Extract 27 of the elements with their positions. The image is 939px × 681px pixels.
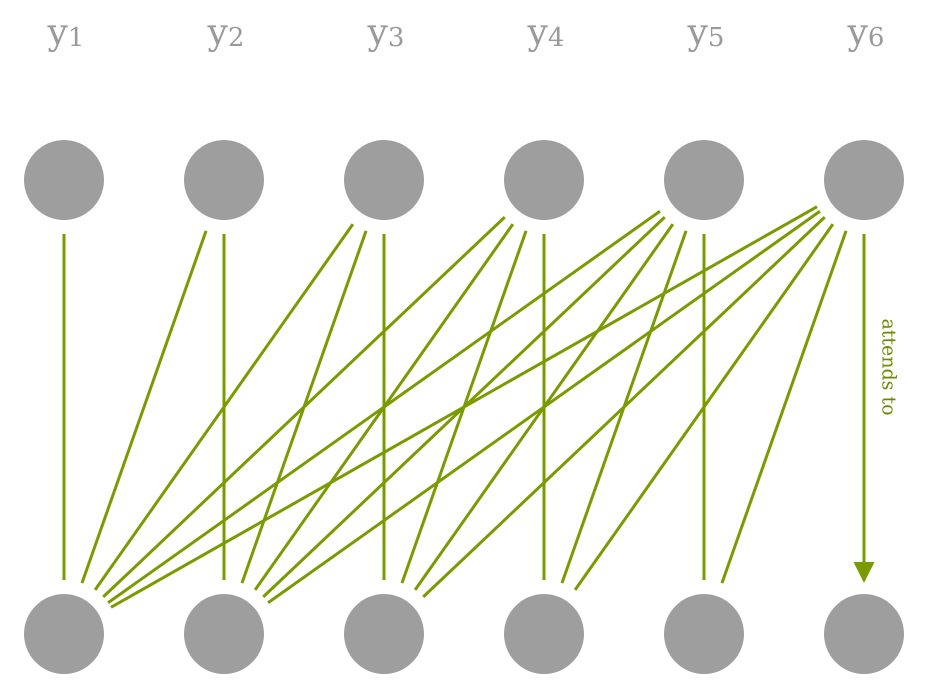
node-label: y$_{6}$: [846, 12, 886, 53]
arrow: [854, 234, 874, 583]
connector-line: [720, 230, 848, 584]
connector-line: [560, 230, 688, 584]
connector-line: [62, 234, 66, 580]
connector-line: [107, 210, 661, 604]
node-label: y$_{1}$: [46, 12, 86, 53]
connector-line: [267, 210, 821, 604]
connector-line: [102, 216, 506, 598]
node-label: y$_{5}$: [686, 12, 726, 53]
connector-line: [414, 223, 674, 591]
connector-line: [94, 223, 354, 591]
connector-line: [80, 230, 208, 584]
connector-line: [422, 216, 826, 598]
connector-line: [382, 234, 386, 580]
connector-line: [574, 223, 834, 591]
connector-line: [254, 223, 514, 591]
connector-line: [400, 230, 528, 584]
connector-line: [702, 234, 706, 580]
node-label: y$_{3}$: [366, 12, 406, 53]
node-label: y$_{2}$: [206, 12, 246, 53]
connector-line: [240, 230, 368, 584]
connector-line: [110, 205, 818, 609]
node-label: y$_{4}$: [526, 12, 566, 53]
connector-line: [262, 216, 666, 598]
connector-line: [222, 234, 226, 580]
connector-line: [542, 234, 546, 580]
